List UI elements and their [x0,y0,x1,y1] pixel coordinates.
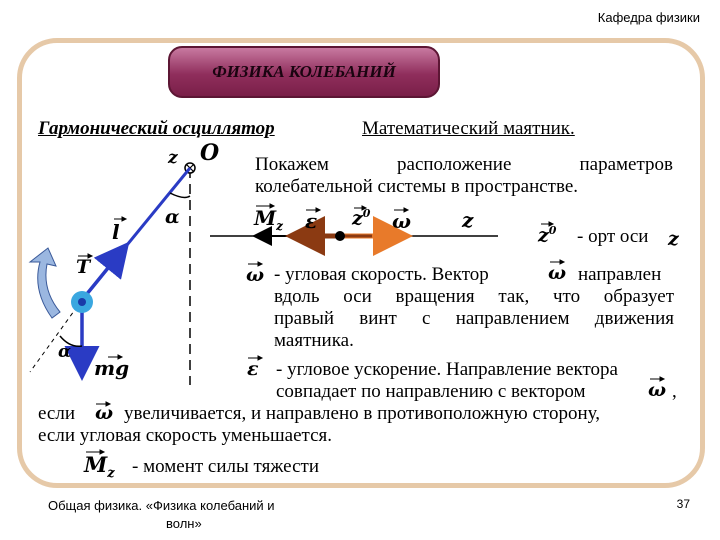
symbol-O: O [200,140,220,166]
heading-harmonic-oscillator: Гармонический осциллятор [38,118,275,139]
symbol-omega-if: ω [95,402,114,424]
omega-line-3: правый винт с направлением движения [274,308,674,329]
symbol-z-axis: z [462,208,474,232]
moment-text: - момент силы тяжести [132,456,319,477]
symbol-z0-axis: z0 [352,207,371,230]
symbol-epsilon-para: ε [247,358,259,380]
symbol-z-note: z [668,228,679,250]
omega-line-1b: направлен [578,264,662,285]
epsilon-line-2b: , [672,381,677,402]
department-label: Кафедра физики [597,10,700,25]
omega-line-4: маятника. [274,330,354,351]
omega-line-2: вдоль оси вращения так, что образует [274,286,674,307]
axis-origin-point [335,231,345,241]
title-banner: ФИЗИКА КОЛЕБАНИЙ [168,46,440,98]
symbol-alpha-top: α [165,206,180,228]
course-footer-line-1: Общая физика. «Физика колебаний и [48,498,275,513]
symbol-omega-inline: ω [548,262,567,284]
swing-direction-arrow [28,247,61,319]
symbol-omega-axis: ω [392,209,412,233]
symbol-T: T [76,256,91,278]
angle-arc-top [169,192,191,199]
string-extension-dashed [29,299,83,373]
intro-line-2: колебательной системы в пространстве. [255,176,579,197]
heading-math-pendulum: Математический маятник. [362,118,575,139]
symbol-M-moment: Mz [84,452,115,482]
symbol-z-pivot: z [168,148,178,168]
symbol-M-axis: Mz [254,206,283,233]
symbol-omega-para: ω [246,264,265,286]
course-footer-line-2: волн» [166,516,202,531]
slide-title: ФИЗИКА КОЛЕБАНИЙ [212,62,396,81]
symbol-l: l [112,220,120,244]
page-number: 37 [676,497,690,511]
epsilon-line-3a: если [38,403,75,424]
slide-frame [17,38,705,488]
epsilon-line-1: - угловое ускорение. Направление вектора [276,359,618,380]
intro-line-1: Покажем расположение параметров [255,154,673,175]
symbol-epsilon-axis: ε [305,209,318,233]
tension-vector [80,241,130,302]
epsilon-line-3b: увеличивается, и направлено в противопол… [124,403,601,424]
orth-note: - орт оси [577,226,649,247]
epsilon-line-2a: совпадает по направлению с вектором [276,381,586,402]
course-footer: Общая физика. «Физика колебаний и волн» [48,497,275,533]
symbol-alpha-bottom: α [58,342,72,362]
symbol-z0-note: z0 [538,224,557,247]
omega-line-1a: - угловая скорость. Вектор [274,264,489,285]
epsilon-line-4: если угловая скорость уменьшается. [38,425,333,446]
symbol-omega-epsilon: ω [648,379,667,401]
symbol-mg: mg [94,356,130,380]
angle-arc-bottom [59,335,83,348]
